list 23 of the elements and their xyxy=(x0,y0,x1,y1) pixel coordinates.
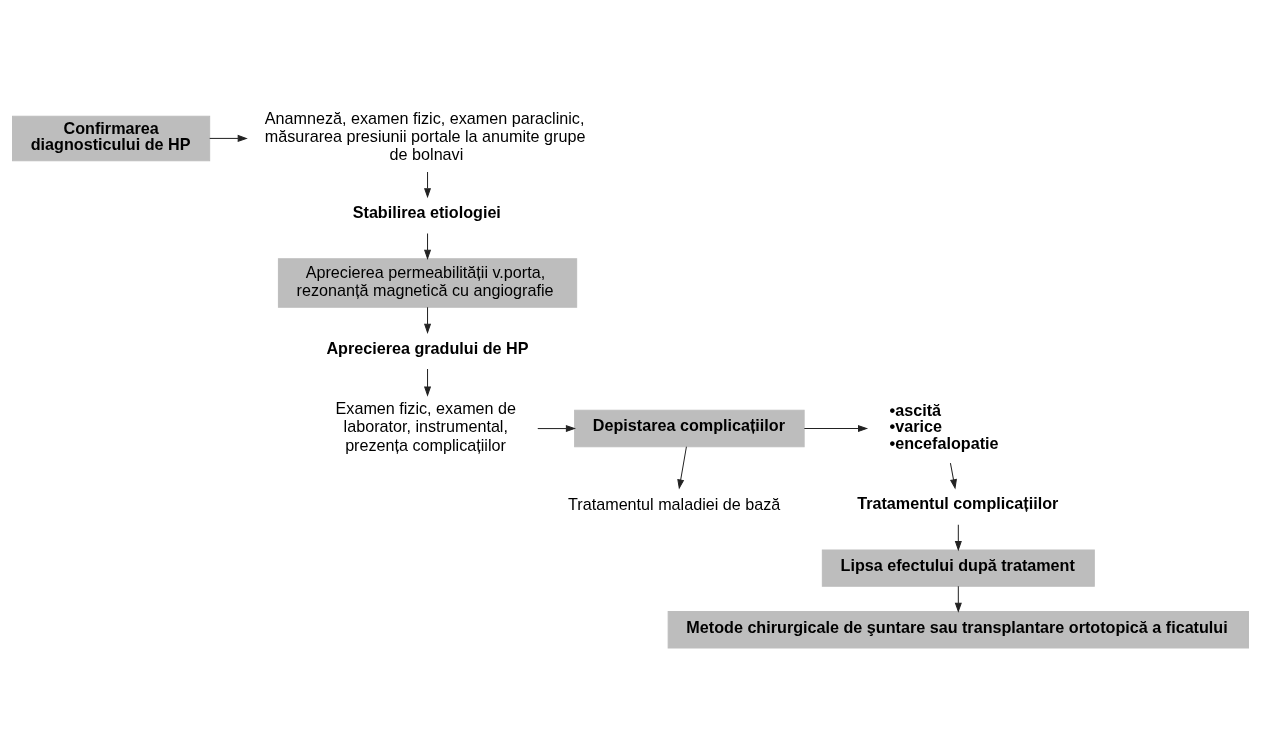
node-box: Lipsa efectului după tratament xyxy=(821,549,1095,587)
node-text: Anamneză, examen fizic, examen paraclinic, măsurarea presiunii portale la anumite grupe de bolnavi xyxy=(264,109,586,164)
arrow xyxy=(424,368,432,397)
node-box: Metode chirurgicale de şuntare sau transplantare ortotopică a ficatului xyxy=(667,611,1249,649)
arrow xyxy=(954,585,962,613)
node-box: Depistarea complicațiilor xyxy=(574,409,805,448)
arrow xyxy=(803,425,869,433)
arrow xyxy=(424,306,432,334)
node-box: Confirmarea diagnosticului de HP xyxy=(12,115,211,162)
arrow xyxy=(949,462,957,490)
arrow xyxy=(677,446,687,490)
node-text: Aprecierea gradului de HP xyxy=(326,338,529,357)
node-text: Stabilirea etiologiei xyxy=(352,203,501,222)
node-text: Tratamentul complicațiilor xyxy=(857,494,1059,513)
arrow xyxy=(954,524,962,552)
arrow xyxy=(209,134,248,142)
node-text: Examen fizic, examen de laborator, instrumental, prezența complicațiilor xyxy=(335,399,517,454)
arrow xyxy=(424,171,432,199)
arrow xyxy=(537,425,576,433)
node-text: •ascită •varice •encefalopatie xyxy=(889,401,999,452)
node-box: Aprecierea permeabilității v.porta, rezonanță magnetică cu angiografie xyxy=(277,258,578,308)
node-text: Tratamentul maladiei de bază xyxy=(568,495,781,514)
arrow xyxy=(424,233,432,260)
